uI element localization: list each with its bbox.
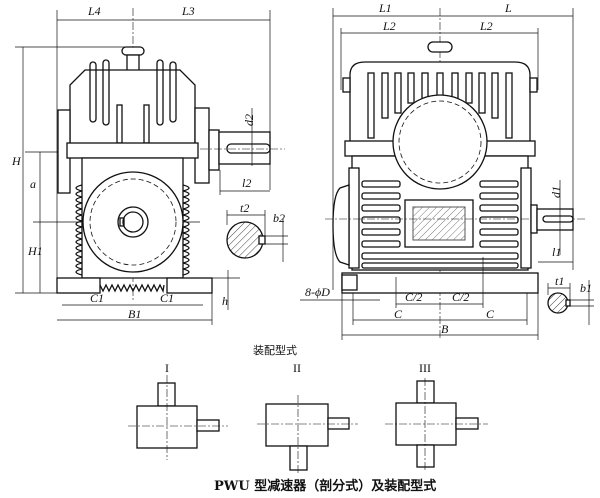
dim-C-half-right: C/2 (452, 290, 469, 304)
dim-L4: L4 (87, 4, 101, 18)
figure-title: PWU 型减速器（剖分式）及装配型式 (214, 478, 436, 494)
dim-b2: b2 (273, 211, 285, 225)
assembly-label-II: II (293, 361, 301, 375)
dim-t1: t1 (555, 274, 564, 288)
dim-H1: H1 (27, 244, 43, 258)
dim-B1: B1 (128, 307, 141, 321)
dim-t2: t2 (240, 201, 249, 215)
side-view: L4 L3 H a H1 (11, 4, 288, 325)
shaft-section-output (226, 221, 264, 259)
worm-wheel-cover (82, 171, 184, 273)
shaft-section-input (547, 292, 569, 314)
worm-wheel-cover-front (392, 94, 488, 190)
dim-C1-right: C1 (160, 291, 174, 305)
assembly-label-I: I (165, 361, 169, 375)
dim-C-left: C (394, 307, 403, 321)
dim-C-half-left: C/2 (405, 290, 422, 304)
dim-L2-left: L2 (382, 19, 396, 33)
dim-d2: d2 (242, 114, 256, 126)
dim-H: H (11, 154, 22, 168)
dim-b1: b1 (580, 281, 592, 295)
dim-a: a (30, 177, 36, 191)
split-flange (66, 142, 199, 159)
foot-right (166, 277, 213, 294)
dim-holes: 8-ϕD (305, 285, 330, 299)
end-cap-left (332, 184, 350, 266)
dim-L1: L1 (378, 1, 392, 15)
dim-L2-right: L2 (479, 19, 493, 33)
front-view: L1 L L2 L2 (300, 1, 594, 340)
dim-B: B (441, 322, 449, 336)
dim-C1-left: C1 (90, 291, 104, 305)
dim-l1: l1 (552, 245, 561, 259)
assembly-caption: 装配型式 (253, 343, 297, 357)
dim-C-right: C (486, 307, 495, 321)
base-plate (341, 272, 539, 294)
vent-cap (121, 46, 145, 56)
dim-L3: L3 (181, 4, 195, 18)
assembly-type-II: II (257, 361, 358, 475)
dim-L: L (504, 1, 512, 15)
dim-h: h (222, 294, 228, 308)
assembly-type-III: III (385, 361, 488, 470)
vent-cap-front (427, 41, 453, 53)
assembly-label-III: III (419, 361, 431, 375)
dim-d1: d1 (549, 186, 563, 198)
assembly-type-I: I (128, 361, 228, 460)
dim-l2: l2 (242, 176, 251, 190)
